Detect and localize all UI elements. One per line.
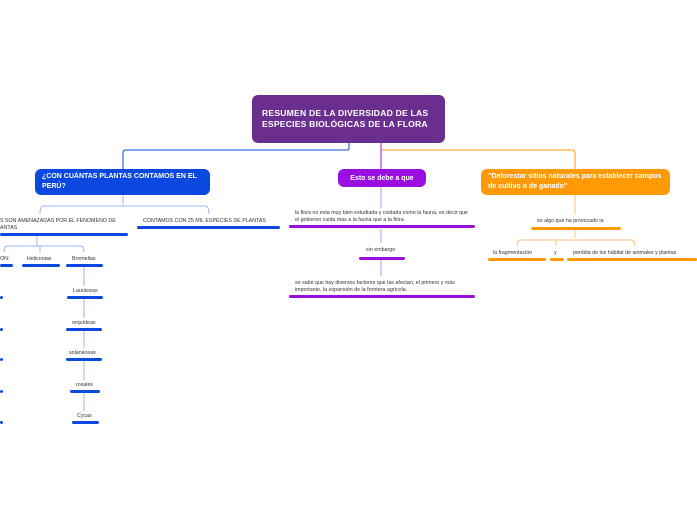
chain-cycas-underline — [72, 421, 99, 424]
edge-fragment-3 — [0, 358, 3, 361]
subtopic-amenazadas-text: S SON AMENAZADAS POR EL FENOMENO DE ANTA… — [0, 218, 116, 231]
family-on-text: ON: — [0, 256, 10, 262]
topic-plantas-peru-text: ¿CON CUÁNTAS PLANTAS CONTAMOS EN EL PERÚ… — [42, 173, 197, 190]
purple-sin-embargo-underline — [359, 257, 405, 260]
family-heliconias[interactable]: Heliconias — [27, 256, 51, 263]
orange-sub-underline — [531, 227, 621, 230]
chain-solanaceas-underline — [66, 358, 102, 361]
purple-sin-embargo[interactable]: sin embargo — [366, 247, 395, 254]
subtopic-contamos[interactable]: CONTAMOS CON 25 MIL ESPECIES DE PLANTAS — [143, 218, 266, 225]
orange-y-underline — [550, 258, 564, 261]
purple-sin-embargo-text: sin embargo — [366, 247, 396, 253]
chain-solanaceas-text: solanáceas — [69, 350, 96, 356]
purple-text-flora-underline — [289, 225, 475, 228]
chain-rosales-text: rosales — [76, 382, 94, 388]
root-topic-text: RESUMEN DE LA DIVERSIDAD DE LAS ESPECIES… — [262, 108, 429, 129]
chain-laurecas[interactable]: Lauráceas — [73, 288, 98, 295]
subtopic-contamos-underline — [137, 226, 280, 229]
family-on[interactable]: ON: — [0, 256, 9, 263]
purple-text-factores-underline — [289, 295, 475, 298]
topic-deforestar[interactable]: "Deforestar sitios naturales para establ… — [481, 169, 670, 195]
subtopic-amenazadas[interactable]: S SON AMENAZADAS POR EL FENOMENO DE ANTA… — [0, 218, 126, 232]
family-on-underline — [0, 264, 13, 267]
subtopic-contamos-text: CONTAMOS CON 25 MIL ESPECIES DE PLANTAS — [143, 218, 266, 224]
family-bromelias-underline — [66, 264, 103, 267]
chain-orquideas[interactable]: orquídeas — [72, 320, 96, 327]
subtopic-amenazadas-underline — [0, 233, 128, 236]
chain-orquideas-text: orquídeas — [72, 320, 96, 326]
chain-laurecas-underline — [67, 296, 103, 299]
chain-solanaceas[interactable]: solanáceas — [69, 350, 96, 357]
purple-text-flora-text: la flora no esta muy bien estudiada y cu… — [295, 210, 468, 223]
connector-blue-families — [3, 236, 85, 253]
edge-fragment-1 — [0, 296, 3, 299]
edge-fragment-5 — [0, 421, 3, 424]
family-bromelias-text: Bromelias — [72, 256, 96, 262]
orange-perdida-text: perdida de los hábitat de animales y pla… — [573, 250, 677, 256]
connector-blue-children — [39, 195, 210, 215]
purple-text-factores-text: se sabe que hay diversos factores que la… — [295, 280, 455, 293]
orange-perdida[interactable]: perdida de los hábitat de animales y pla… — [573, 250, 676, 257]
edge-fragment-2 — [0, 328, 3, 331]
topic-esto-se-debe-text: Esto se debe a que — [350, 174, 414, 182]
orange-sub-text: es algo que ha provocado la — [537, 218, 604, 224]
chain-laurecas-text: Lauráceas — [73, 288, 98, 294]
chain-rosales-underline — [70, 390, 100, 393]
orange-y-text: y — [554, 250, 557, 256]
orange-fragmentacion[interactable]: la fragmentación — [493, 250, 532, 257]
family-bromelias[interactable]: Bromelias — [72, 256, 96, 263]
edge-fragment-4 — [0, 390, 3, 393]
purple-text-factores[interactable]: se sabe que hay diversos factores que la… — [295, 280, 473, 294]
orange-perdida-underline — [567, 258, 697, 261]
purple-text-flora[interactable]: la flora no esta muy bien estudiada y cu… — [295, 210, 473, 224]
root-topic[interactable]: RESUMEN DE LA DIVERSIDAD DE LAS ESPECIES… — [252, 95, 445, 143]
connector-orange-chain — [516, 195, 636, 247]
connector-root-blue — [122, 143, 350, 169]
family-heliconias-text: Heliconias — [27, 256, 52, 262]
chain-cycas-text: Cycas — [77, 413, 92, 419]
chain-orquideas-underline — [66, 328, 102, 331]
topic-esto-se-debe[interactable]: Esto se debe a que — [338, 169, 426, 187]
topic-plantas-peru[interactable]: ¿CON CUÁNTAS PLANTAS CONTAMOS EN EL PERÚ… — [35, 169, 210, 195]
family-heliconias-underline — [22, 264, 60, 267]
chain-rosales[interactable]: rosales — [76, 382, 93, 389]
connector-root-orange — [381, 149, 576, 169]
orange-y[interactable]: y — [554, 250, 557, 257]
chain-cycas[interactable]: Cycas — [77, 413, 92, 420]
orange-fragmentacion-underline — [488, 258, 546, 261]
orange-sub[interactable]: es algo que ha provocado la — [537, 218, 604, 225]
topic-deforestar-text: "Deforestar sitios naturales para establ… — [488, 173, 662, 190]
orange-fragmentacion-text: la fragmentación — [493, 250, 533, 256]
